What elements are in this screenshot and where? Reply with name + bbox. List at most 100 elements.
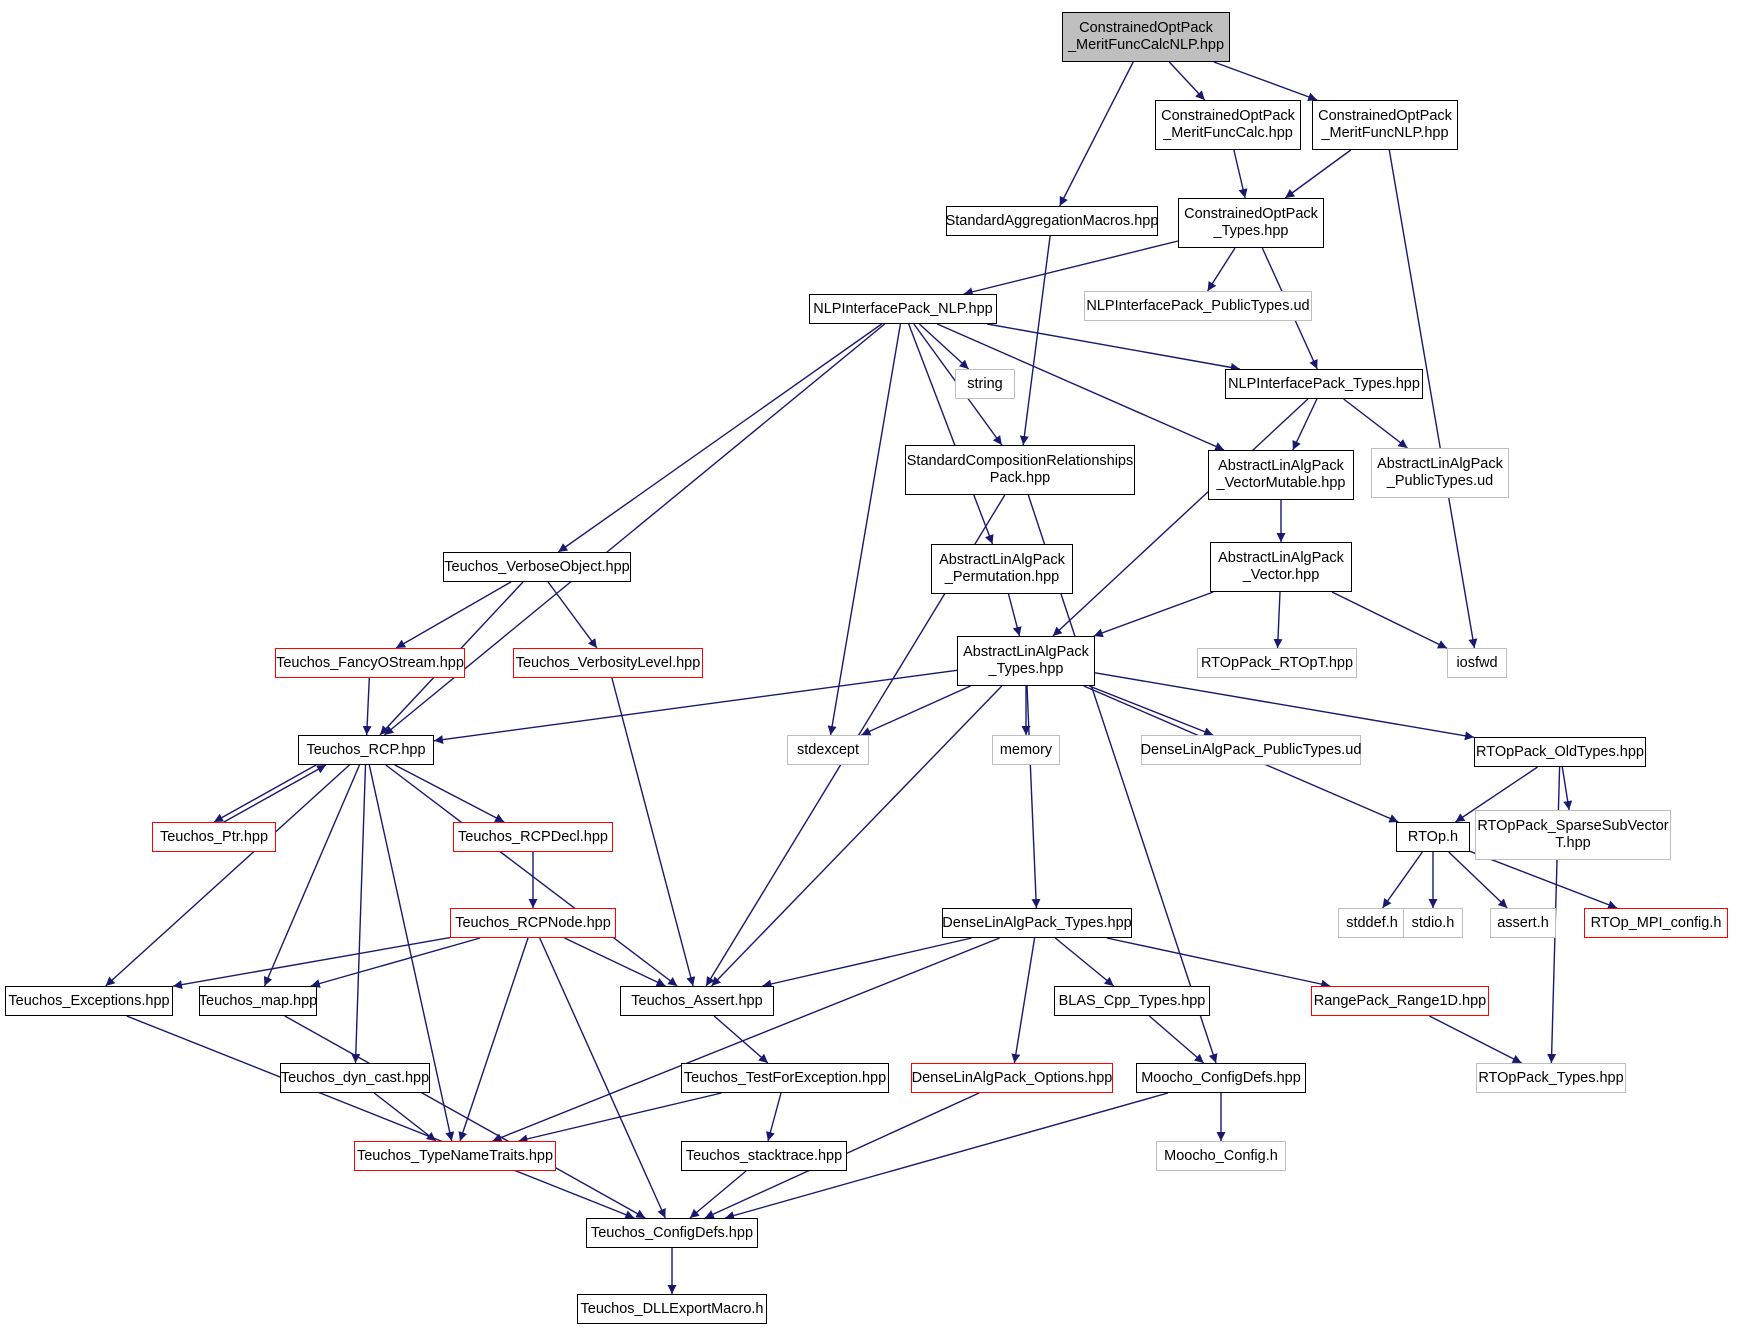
node-tfe[interactable]: Teuchos_TestForException.hpp bbox=[681, 1063, 889, 1093]
edge-rtoph-to-assert bbox=[1448, 851, 1508, 909]
node-label-line: Teuchos_Assert.hpp bbox=[631, 992, 763, 1009]
node-tcd[interactable]: Teuchos_ConfigDefs.hpp bbox=[586, 1218, 758, 1248]
node-rtopt[interactable]: RTOpPack_RTOpT.hpp bbox=[1197, 648, 1357, 678]
node-cotypes[interactable]: ConstrainedOptPack_Types.hpp bbox=[1178, 198, 1324, 248]
node-label-line: StandardCompositionRelationships bbox=[906, 453, 1134, 469]
node-rcpdecl[interactable]: Teuchos_RCPDecl.hpp bbox=[453, 822, 613, 852]
edge-nlptypes-to-alaptypes bbox=[1052, 398, 1309, 637]
edge-dlaptypes-to-tassert bbox=[762, 937, 972, 989]
node-label-line: Pack.hpp bbox=[989, 470, 1051, 486]
node-rtoph[interactable]: RTOp.h bbox=[1396, 822, 1470, 852]
edge-vo-to-fos bbox=[395, 581, 512, 649]
node-mpi[interactable]: RTOp_MPI_config.h bbox=[1584, 908, 1728, 938]
edge-cotypes-to-nlpud bbox=[1207, 247, 1236, 292]
node-mconfig[interactable]: Moocho_Config.h bbox=[1156, 1141, 1286, 1171]
node-mfnlp[interactable]: ConstrainedOptPack_MeritFuncNLP.hpp bbox=[1312, 100, 1458, 150]
node-label-line: DenseLinAlgPack_PublicTypes.ud bbox=[1140, 741, 1362, 758]
node-blas[interactable]: BLAS_Cpp_Types.hpp bbox=[1054, 986, 1210, 1016]
edge-nlptypes-to-alapud bbox=[1343, 398, 1408, 449]
node-assert[interactable]: assert.h bbox=[1490, 908, 1556, 938]
node-root[interactable]: ConstrainedOptPack_MeritFuncCalcNLP.hpp bbox=[1062, 12, 1230, 62]
node-label-line: assert.h bbox=[1497, 914, 1549, 931]
edge-dyncast-to-tnt bbox=[373, 1092, 437, 1142]
node-oldtypes[interactable]: RTOpPack_OldTypes.hpp bbox=[1474, 737, 1646, 767]
node-dyncast[interactable]: Teuchos_dyn_cast.hpp bbox=[280, 1063, 430, 1093]
node-vo[interactable]: Teuchos_VerboseObject.hpp bbox=[443, 552, 631, 582]
node-ptr[interactable]: Teuchos_Ptr.hpp bbox=[152, 822, 276, 852]
node-vm[interactable]: AbstractLinAlgPack_VectorMutable.hpp bbox=[1208, 450, 1354, 500]
node-label-line: Teuchos_map.hpp bbox=[198, 992, 318, 1009]
node-vl[interactable]: Teuchos_VerbosityLevel.hpp bbox=[513, 648, 703, 678]
node-label-line: ConstrainedOptPack bbox=[1184, 206, 1318, 222]
node-exc[interactable]: Teuchos_Exceptions.hpp bbox=[5, 986, 173, 1016]
node-label-line: Teuchos_DLLExportMacro.h bbox=[580, 1300, 764, 1317]
edge-stack-to-tcd bbox=[689, 1170, 747, 1219]
node-nlptypes[interactable]: NLPInterfacePack_Types.hpp bbox=[1225, 369, 1423, 399]
edge-mfnlp-to-iosfwd bbox=[1388, 149, 1478, 649]
node-label-line: RTOpPack_SparseSubVector bbox=[1477, 818, 1669, 834]
node-sam[interactable]: StandardAggregationMacros.hpp bbox=[946, 206, 1158, 236]
node-map[interactable]: Teuchos_map.hpp bbox=[199, 986, 317, 1016]
node-label-line: Teuchos_RCPDecl.hpp bbox=[458, 828, 608, 845]
node-mfc[interactable]: ConstrainedOptPack_MeritFuncCalc.hpp bbox=[1155, 100, 1301, 150]
edge-root-to-sam bbox=[1059, 61, 1134, 207]
edge-exc-to-tcd bbox=[126, 1015, 635, 1219]
node-dlapud[interactable]: DenseLinAlgPack_PublicTypes.ud bbox=[1141, 735, 1361, 765]
edge-dlaptypes-to-tnt bbox=[492, 937, 1000, 1142]
node-fos[interactable]: Teuchos_FancyOStream.hpp bbox=[275, 648, 465, 678]
node-label-line: Moocho_Config.h bbox=[1164, 1147, 1278, 1164]
node-tassert[interactable]: Teuchos_Assert.hpp bbox=[620, 986, 774, 1016]
node-label-line: AbstractLinAlgPack bbox=[1218, 550, 1344, 566]
node-stack[interactable]: Teuchos_stacktrace.hpp bbox=[681, 1141, 847, 1171]
edge-nlptypes-to-vm bbox=[1292, 398, 1318, 451]
node-stdexcept[interactable]: stdexcept bbox=[787, 735, 869, 765]
node-range[interactable]: RangePack_Range1D.hpp bbox=[1311, 986, 1489, 1016]
node-iosfwd[interactable]: iosfwd bbox=[1447, 648, 1507, 678]
node-alaptypes[interactable]: AbstractLinAlgPack_Types.hpp bbox=[957, 636, 1095, 686]
node-nlp[interactable]: NLPInterfacePack_NLP.hpp bbox=[809, 294, 997, 324]
node-label-line: _PublicTypes.ud bbox=[1386, 473, 1494, 489]
node-stddef[interactable]: stddef.h bbox=[1338, 908, 1406, 938]
node-label-line: NLPInterfacePack_PublicTypes.ud bbox=[1086, 297, 1310, 314]
node-label-line: Teuchos_TypeNameTraits.hpp bbox=[356, 1147, 554, 1164]
edge-tassert-to-tfe bbox=[713, 1015, 769, 1064]
node-label-line: Teuchos_RCP.hpp bbox=[306, 741, 426, 758]
node-tnt[interactable]: Teuchos_TypeNameTraits.hpp bbox=[354, 1141, 556, 1171]
edge-cotypes-to-nlp bbox=[963, 240, 1179, 297]
edge-blas-to-mcd bbox=[1148, 1015, 1205, 1064]
edge-alaptypes-to-tassert bbox=[710, 685, 1003, 987]
edge-rcp-to-ptr bbox=[213, 764, 317, 823]
node-label-line: BLAS_Cpp_Types.hpp bbox=[1058, 992, 1206, 1009]
node-rtoptypes[interactable]: RTOpPack_Types.hpp bbox=[1476, 1063, 1626, 1093]
node-dlaptypes[interactable]: DenseLinAlgPack_Types.hpp bbox=[942, 908, 1132, 938]
node-label-line: Teuchos_FancyOStream.hpp bbox=[276, 654, 464, 671]
node-string[interactable]: string bbox=[955, 369, 1015, 399]
edge-vec-to-alaptypes bbox=[1093, 591, 1214, 638]
edge-rtoph-to-mpi bbox=[1469, 850, 1618, 909]
node-alapud[interactable]: AbstractLinAlgPack_PublicTypes.ud bbox=[1371, 448, 1509, 498]
node-stdio[interactable]: stdio.h bbox=[1403, 908, 1463, 938]
node-label-line: NLPInterfacePack_NLP.hpp bbox=[813, 300, 993, 317]
edge-perm-to-alaptypes bbox=[1007, 593, 1022, 637]
node-label-line: RTOp_MPI_config.h bbox=[1590, 914, 1722, 931]
node-rcpnode[interactable]: Teuchos_RCPNode.hpp bbox=[450, 908, 616, 938]
edge-oldtypes-to-sparse bbox=[1561, 766, 1573, 811]
node-perm[interactable]: AbstractLinAlgPack_Permutation.hpp bbox=[931, 544, 1073, 594]
node-vec[interactable]: AbstractLinAlgPack_Vector.hpp bbox=[1210, 542, 1352, 592]
edge-tfe-to-tnt bbox=[518, 1092, 722, 1144]
node-label-line: _MeritFuncCalc.hpp bbox=[1163, 125, 1293, 141]
node-label-line: Teuchos_Exceptions.hpp bbox=[8, 992, 170, 1009]
node-mcd[interactable]: Moocho_ConfigDefs.hpp bbox=[1136, 1063, 1306, 1093]
node-memory[interactable]: memory bbox=[992, 735, 1060, 765]
node-label-line: Teuchos_VerbosityLevel.hpp bbox=[515, 654, 701, 671]
node-label-line: _Types.hpp bbox=[988, 661, 1064, 677]
edge-layer bbox=[105, 61, 1618, 1294]
node-label-line: ConstrainedOptPack bbox=[1161, 108, 1295, 124]
node-dll[interactable]: Teuchos_DLLExportMacro.h bbox=[577, 1294, 767, 1324]
node-nlpud[interactable]: NLPInterfacePack_PublicTypes.ud bbox=[1084, 291, 1312, 321]
node-rcp[interactable]: Teuchos_RCP.hpp bbox=[298, 735, 434, 765]
node-dlapopt[interactable]: DenseLinAlgPack_Options.hpp bbox=[911, 1063, 1113, 1093]
edge-root-to-mfnlp bbox=[1213, 61, 1318, 102]
